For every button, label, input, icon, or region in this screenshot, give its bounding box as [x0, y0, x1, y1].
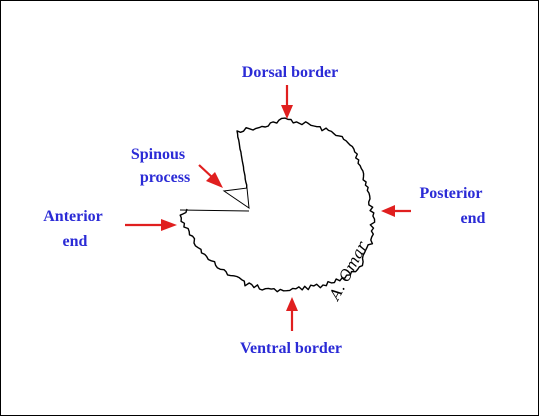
- label-spinous-process-line2: process: [140, 169, 190, 186]
- label-anterior-line2: end: [63, 233, 88, 250]
- label-posterior-line2: end: [461, 210, 486, 227]
- arrow-ventral: [286, 297, 298, 331]
- label-anterior-line1: Anterior: [43, 208, 103, 225]
- label-ventral-border: Ventral border: [240, 340, 342, 357]
- arrow-anterior: [125, 219, 177, 231]
- arrow-dorsal: [281, 85, 293, 119]
- arrow-posterior: [381, 205, 411, 217]
- spinous-process-edge: [224, 188, 249, 208]
- arrow-spinous-process: [199, 165, 223, 188]
- artist-signature: A. Omar: [325, 238, 372, 305]
- label-spinous-process-line1: Spinous: [131, 146, 185, 163]
- label-dorsal-border: Dorsal border: [242, 64, 338, 81]
- label-posterior-line1: Posterior: [419, 185, 482, 202]
- anterior-notch-edge: [180, 210, 249, 211]
